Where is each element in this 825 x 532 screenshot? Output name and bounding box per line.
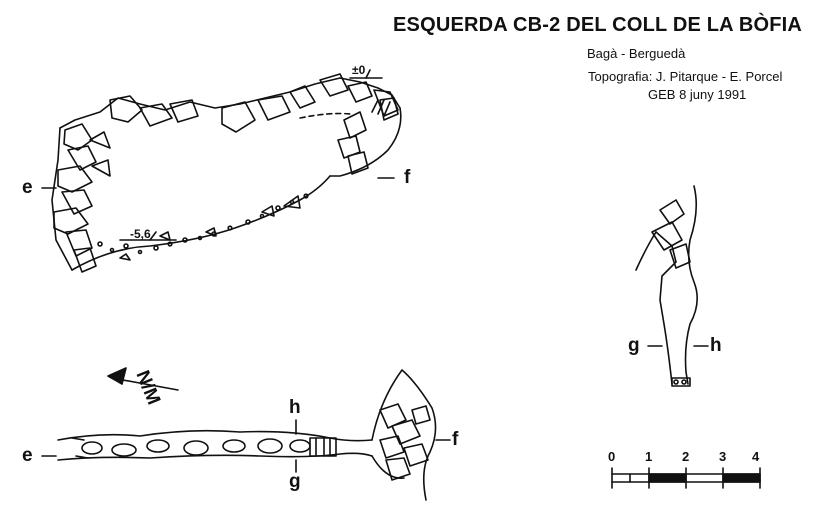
section-label-g: g: [628, 335, 640, 356]
plan-label-e: e: [22, 445, 33, 466]
scale-tick-0: 0: [608, 449, 616, 464]
scale-tick-1: 1: [645, 449, 653, 464]
plan-label-f: f: [452, 429, 459, 450]
plan-view: [41, 367, 451, 501]
scale-tick-2: 2: [682, 449, 690, 464]
plan-label-g: g: [289, 471, 301, 492]
depth-top-marker: ±0: [352, 63, 366, 77]
elevation-label-e: e: [22, 177, 33, 198]
depth-bottom-marker: -5,6: [130, 227, 151, 241]
location-text: Bagà - Berguedà: [587, 46, 686, 61]
topography-credit: Topografia: J. Pitarque - E. Porcel: [588, 69, 783, 84]
scale-tick-3: 3: [719, 449, 727, 464]
plan-label-h: h: [289, 397, 301, 418]
survey-title: ESQUERDA CB-2 DEL COLL DE LA BÒFIA: [393, 14, 803, 36]
scale-bar: [611, 467, 761, 489]
section-label-h: h: [710, 335, 722, 356]
cross-section-gh: [635, 185, 709, 387]
survey-date: GEB 8 juny 1991: [648, 87, 747, 102]
elevation-label-f: f: [404, 167, 411, 188]
elevation-section: [41, 69, 402, 273]
scale-tick-4: 4: [752, 449, 760, 464]
